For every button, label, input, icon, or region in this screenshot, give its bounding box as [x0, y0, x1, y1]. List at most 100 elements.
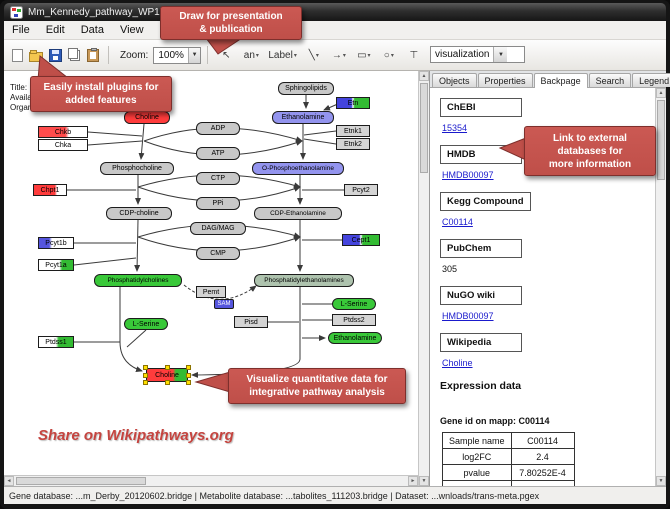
save-file-icon[interactable]	[46, 44, 64, 66]
pathway-node-ethanolamine[interactable]: Ethanolamine	[328, 332, 382, 344]
tab-search[interactable]: Search	[588, 73, 632, 87]
pathway-node-ptdss1[interactable]: Ptdss1	[38, 336, 74, 348]
scroll-down-icon[interactable]: ▼	[419, 476, 429, 486]
chevron-down-icon[interactable]: ▼	[493, 47, 508, 62]
pathway-node-ctp[interactable]: CTP	[196, 172, 240, 185]
arrow-tool-button[interactable]: →▾	[331, 49, 346, 61]
pathway-node-etnk2[interactable]: Etnk2	[336, 138, 370, 150]
app-icon	[10, 5, 23, 19]
scroll-down-icon[interactable]: ▼	[656, 476, 666, 486]
pathway-node-sphingolipids[interactable]: Sphingolipids	[278, 82, 334, 95]
paste-icon[interactable]	[84, 44, 102, 66]
chevron-down-icon[interactable]: ▾	[342, 52, 346, 59]
pathway-node-chka[interactable]: Chka	[38, 139, 88, 151]
tab-backpage[interactable]: Backpage	[533, 73, 588, 88]
table-cell: pvalue	[442, 464, 512, 481]
pathway-node-sam[interactable]: SAM	[214, 299, 234, 309]
pathway-node-o-phosphoethanolamine[interactable]: O-Phosphoethanolamine	[252, 162, 344, 175]
tab-legend[interactable]: Legend	[632, 73, 670, 87]
scroll-left-icon[interactable]: ◄	[4, 476, 14, 486]
hmdb-link[interactable]: HMDB00097	[442, 170, 494, 180]
scroll-right-icon[interactable]: ►	[408, 476, 418, 486]
copy-icon[interactable]	[65, 44, 83, 66]
selection-handle[interactable]	[165, 380, 170, 385]
pathway-node-ppi[interactable]: PPi	[196, 197, 240, 210]
visualization-combobox[interactable]: visualization ▼	[430, 46, 525, 63]
pathway-node-phosphatidylethanolamines[interactable]: Phosphatidylethanolamines	[254, 274, 354, 287]
pathway-node-atp[interactable]: ATP	[196, 147, 240, 160]
tab-objects[interactable]: Objects	[432, 73, 477, 87]
pathway-node-chkb[interactable]: Chkb	[38, 126, 88, 138]
pathway-node-l-serine[interactable]: L-Serine	[332, 298, 376, 310]
copy-glyph	[67, 47, 78, 59]
pathway-node-chpt1[interactable]: Chpt1	[33, 184, 67, 196]
pathway-node-pemt[interactable]: Pemt	[196, 286, 226, 298]
pathway-node-cdp-ethanolamine[interactable]: CDP-Ethanolamine	[254, 207, 342, 220]
selection-handle[interactable]	[186, 380, 191, 385]
label-tool-button[interactable]: Label▾	[268, 49, 297, 61]
menu-item-file[interactable]: File	[12, 24, 30, 36]
datanode-tool-button[interactable]: an▾	[243, 49, 259, 61]
pathway-node-ptdss2[interactable]: Ptdss2	[332, 314, 376, 326]
pathway-node-cept1[interactable]: Cept1	[342, 234, 380, 246]
tab-properties[interactable]: Properties	[477, 73, 533, 87]
chevron-down-icon[interactable]: ▼	[187, 47, 201, 63]
selection-handle[interactable]	[143, 380, 148, 385]
chebi-link[interactable]: 15354	[442, 123, 468, 133]
pathway-node-choline[interactable]: Choline	[124, 111, 170, 124]
canvas-vertical-scrollbar[interactable]: ▲ ▼	[418, 71, 429, 486]
chevron-down-icon[interactable]: ▾	[390, 52, 394, 59]
rect-tool-button[interactable]: ▭▾	[357, 49, 371, 61]
new-file-icon[interactable]	[8, 44, 26, 66]
oval-tool-button[interactable]: ○▾	[383, 49, 394, 61]
canvas-horizontal-scrollbar[interactable]: ◄ ►	[4, 475, 418, 486]
zoom-combobox[interactable]: 100% ▼	[153, 46, 202, 64]
chebi-header: ChEBI	[440, 98, 522, 117]
wikipedia-link[interactable]: Choline	[442, 358, 473, 368]
panel-scrollbar[interactable]: ▲ ▼	[655, 88, 666, 486]
chevron-down-icon[interactable]: ▾	[293, 52, 297, 59]
open-file-icon[interactable]	[27, 44, 45, 66]
pathway-node-pcyt2[interactable]: Pcyt2	[344, 184, 378, 196]
pathway-node-cdp-choline[interactable]: CDP-choline	[106, 207, 172, 220]
line-tool-button[interactable]: ╲▾	[308, 49, 319, 61]
select-tool-button[interactable]: ↖	[222, 49, 231, 61]
scroll-up-icon[interactable]: ▲	[419, 71, 429, 81]
selection-handle[interactable]	[165, 365, 170, 370]
scroll-up-icon[interactable]: ▲	[656, 88, 666, 98]
pathway-node-l-serine[interactable]: L-Serine	[124, 318, 168, 330]
horizontal-scroll-thumb[interactable]	[16, 477, 146, 485]
kegg-compound-link[interactable]: C00114	[442, 217, 473, 227]
panel-scroll-thumb[interactable]	[657, 100, 665, 180]
pathway-node-adp[interactable]: ADP	[196, 122, 240, 135]
zoom-value: 100%	[158, 49, 184, 61]
chevron-down-icon[interactable]: ▾	[255, 52, 259, 59]
chevron-down-icon[interactable]: ▾	[367, 52, 371, 59]
pathway-node-dag-mag[interactable]: DAG/MAG	[190, 222, 246, 235]
chevron-down-icon[interactable]: ▾	[315, 52, 319, 59]
pathway-node-phosphatidylcholines[interactable]: Phosphatidylcholines	[94, 274, 182, 287]
selection-handle[interactable]	[143, 365, 148, 370]
menu-item-data[interactable]: Data	[80, 24, 104, 36]
vertical-scroll-thumb[interactable]	[420, 83, 428, 173]
pathway-node-ethanolamine[interactable]: Ethanolamine	[272, 111, 334, 124]
menu-item-view[interactable]: View	[119, 24, 144, 36]
pathway-node-pcyt1a[interactable]: Pcyt1a	[38, 259, 74, 271]
pathway-node-cmp[interactable]: CMP	[196, 247, 240, 260]
menu-item-edit[interactable]: Edit	[45, 24, 65, 36]
tbar-tool-button[interactable]: ⊤	[409, 49, 419, 61]
pathway-node-pcyt1b[interactable]: Pcyt1b	[38, 237, 74, 249]
nugo-wiki-link[interactable]: HMDB00097	[442, 311, 494, 321]
pathway-node-etn[interactable]: Etn	[336, 97, 370, 109]
selection-handle[interactable]	[186, 365, 191, 370]
pathway-node-phosphocholine[interactable]: Phosphocholine	[100, 162, 174, 175]
selection-handle[interactable]	[186, 373, 191, 378]
pathway-node-etnk1[interactable]: Etnk1	[336, 125, 370, 137]
pathway-node-pisd[interactable]: Pisd	[234, 316, 268, 328]
title-bar[interactable]: Mm_Kennedy_pathway_WP1771_45176.gpml	[4, 3, 666, 21]
selection-handle[interactable]	[143, 373, 148, 378]
